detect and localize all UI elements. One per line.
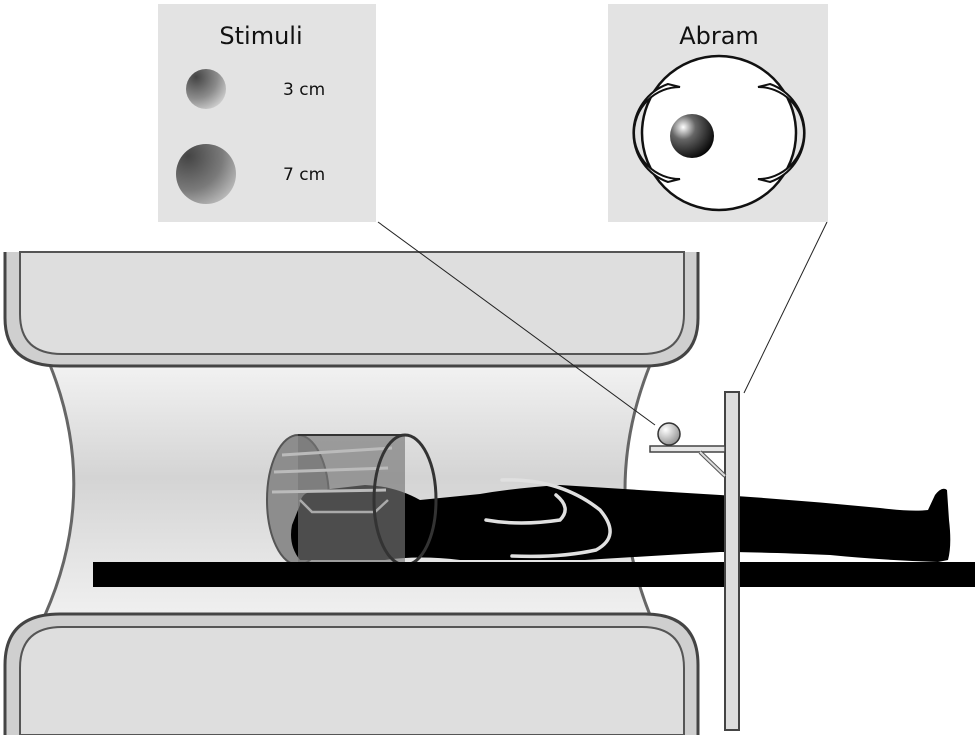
abram-left-guide-rail bbox=[632, 82, 681, 184]
stimulus-3cm-label: 3 cm bbox=[283, 80, 325, 100]
scanner-upper-housing-inner bbox=[19, 251, 685, 355]
patient-arm-outline bbox=[484, 478, 612, 559]
stimuli-panel: Stimuli 3 cm 7 cm bbox=[158, 4, 376, 222]
abram-ball bbox=[670, 114, 714, 158]
abram-device-disc bbox=[640, 54, 798, 212]
scanner-lower-housing-inner bbox=[19, 626, 685, 735]
head-coil-body bbox=[298, 435, 405, 565]
mri-scanner bbox=[3, 251, 700, 735]
callout-line-stimuli bbox=[377, 221, 656, 426]
stimulus-3cm-circle bbox=[186, 69, 226, 109]
display-stand bbox=[649, 391, 740, 731]
scanner-table bbox=[93, 562, 975, 587]
abram-right-guide-rail bbox=[757, 82, 806, 184]
head-coil-bar-1 bbox=[281, 446, 393, 457]
stimuli-panel-title: Stimuli bbox=[219, 22, 302, 50]
stand-shelf bbox=[649, 445, 726, 453]
callout-line-abram bbox=[743, 221, 828, 394]
stimulus-7cm-circle bbox=[176, 144, 236, 204]
patient-table-group bbox=[93, 433, 975, 587]
stand-brace-inner bbox=[699, 451, 726, 477]
stimulus-7cm-label: 7 cm bbox=[283, 165, 325, 185]
abram-panel-title: Abram bbox=[679, 22, 759, 50]
stand-pole bbox=[724, 391, 740, 731]
head-coil-bar-2 bbox=[273, 466, 389, 474]
patient-silhouette bbox=[291, 485, 951, 562]
head-coil-bar-3 bbox=[271, 488, 387, 494]
head-coil-chin-rest bbox=[299, 499, 389, 514]
abram-panel: Abram bbox=[608, 4, 828, 222]
stimulus-ball bbox=[657, 422, 681, 446]
